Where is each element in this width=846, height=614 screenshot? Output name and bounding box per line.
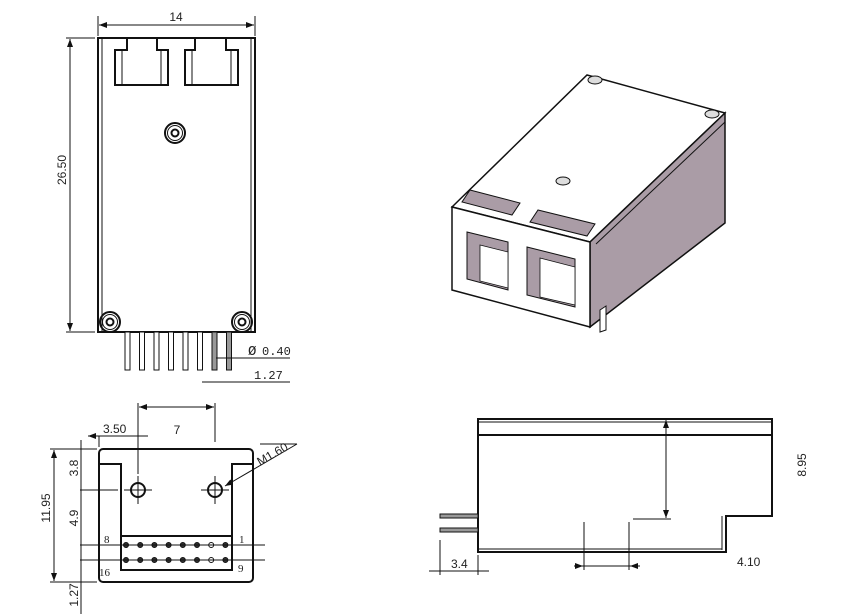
mounting-hole [231, 311, 253, 333]
pin [197, 331, 203, 371]
top-to-hole-dimension: 3.8 [67, 459, 81, 476]
pin-length-dimension: 3.4 [451, 557, 468, 571]
pin-diameter-dimension: 0.40 [262, 345, 291, 359]
pin-label-8: 8 [104, 534, 110, 546]
hole-to-pins-dimension: 4.9 [67, 509, 81, 526]
row-pitch-dimension: 1.27 [67, 583, 81, 607]
pin [226, 331, 232, 371]
pin-label-9: 9 [238, 563, 244, 575]
pin-label-1: 1 [239, 534, 245, 546]
side-height-dimension: 8.95 [795, 453, 809, 477]
right-slot [184, 38, 239, 86]
pin [168, 331, 174, 371]
pin [139, 331, 145, 371]
hole-spacing-dimension: 7 [174, 423, 181, 437]
pin [124, 331, 131, 371]
width-dimension: 14 [169, 10, 183, 24]
pin-pitch-dimension: 1.27 [254, 369, 283, 383]
height-dimension: 26.50 [55, 155, 69, 185]
pin [439, 527, 479, 533]
side-view-body [477, 418, 773, 553]
side-view: 8.95 4.10 3.4 [429, 418, 809, 575]
step-dimension: 4.10 [737, 555, 761, 569]
pin [153, 331, 160, 371]
top-view-body [97, 37, 256, 333]
top-view: 14 26.50 Ø 0.40 1.27 [55, 10, 291, 383]
threaded-hole [201, 476, 229, 504]
pins [124, 331, 232, 371]
threaded-hole [124, 476, 152, 504]
mounting-hole [99, 311, 121, 333]
front-height-dimension: 11.95 [39, 493, 53, 522]
pin [211, 331, 218, 371]
left-slot [114, 38, 169, 86]
mounting-hole [164, 122, 186, 144]
diameter-symbol: Ø [248, 344, 256, 360]
isometric-view [450, 74, 727, 333]
front-view-body [98, 448, 254, 583]
pin-label-16: 16 [99, 567, 111, 579]
pin [182, 331, 189, 371]
front-view: 7 3.50 M1.60 11.95 3.8 4.9 1.27 8 1 16 9 [39, 403, 298, 614]
pin [439, 513, 479, 519]
hole-offset-dimension: 3.50 [103, 422, 127, 436]
